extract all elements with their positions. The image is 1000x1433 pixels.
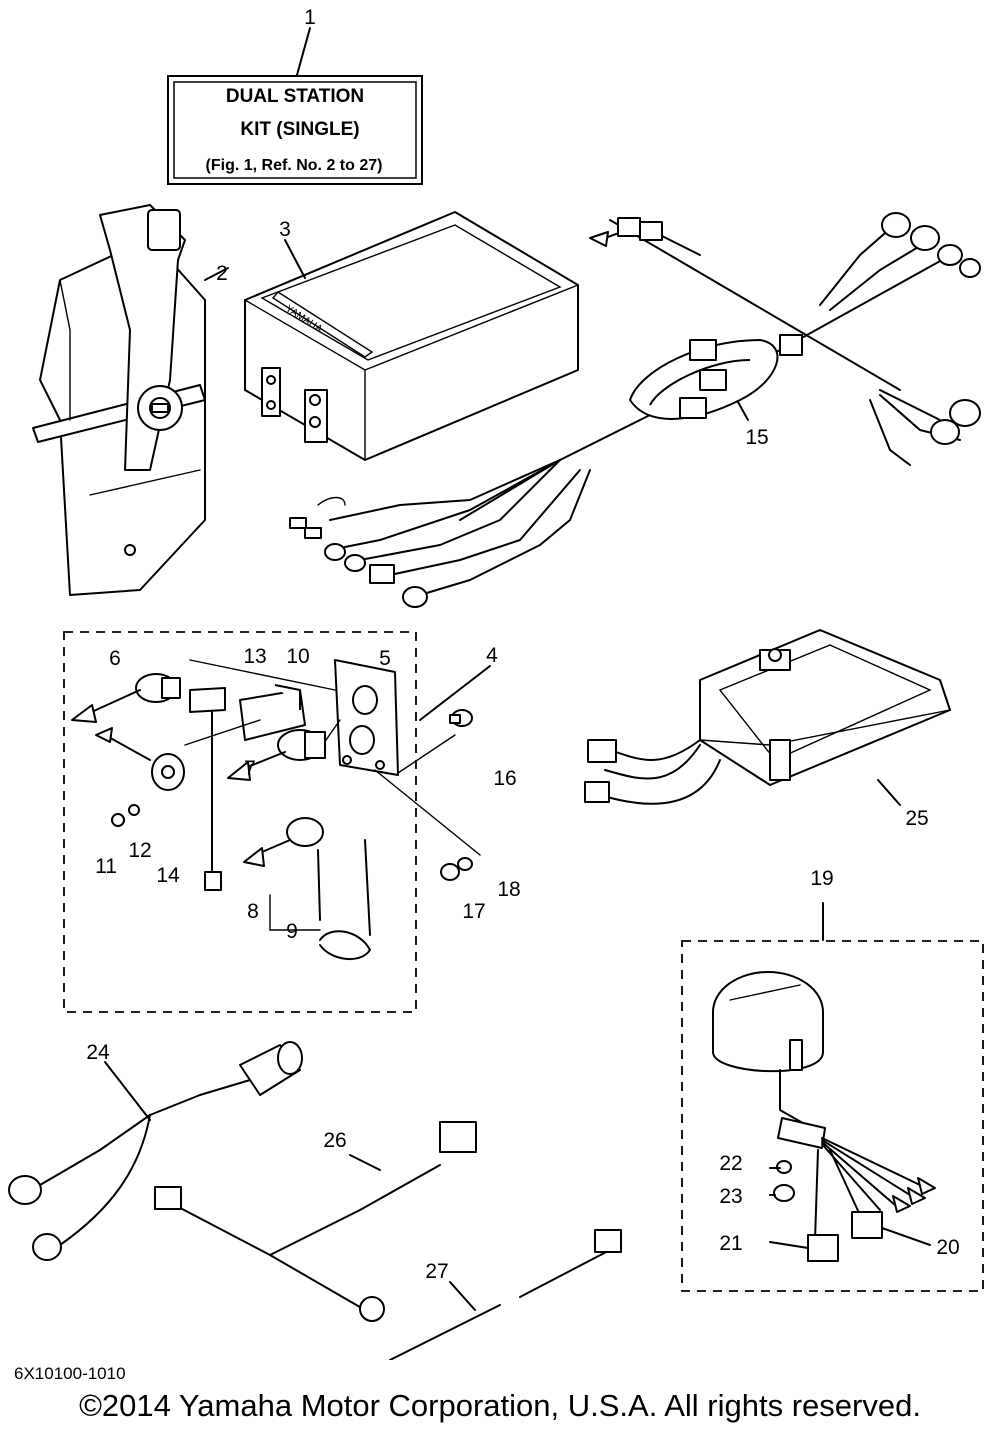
- control-unit-box: YAMAHA: [244, 211, 579, 461]
- ref-number-8: 8: [247, 900, 259, 923]
- ref-number-20: 20: [936, 1236, 959, 1259]
- panel-assembly-group: [63, 631, 491, 1013]
- ref-number-11: 11: [95, 855, 117, 878]
- harness-24: [8, 1041, 303, 1261]
- copyright-notice: ©2014 Yamaha Motor Corporation, U.S.A. A…: [79, 1388, 921, 1423]
- ref-number-7: 7: [244, 757, 256, 780]
- ref-number-14: 14: [156, 864, 180, 887]
- ref-number-19: 19: [810, 867, 833, 890]
- main-wire-harness: [289, 212, 981, 608]
- kit-label-line2: KIT (SINGLE): [240, 119, 359, 140]
- ref-number-16: 16: [493, 767, 516, 790]
- ref-number-2: 2: [216, 262, 228, 285]
- ref-number-21: 21: [719, 1232, 742, 1255]
- remote-control-box: [32, 204, 229, 596]
- ref-number-18: 18: [497, 878, 520, 901]
- ref-number-4: 4: [486, 644, 498, 667]
- ref-number-22: 22: [719, 1152, 742, 1175]
- ref-number-5: 5: [379, 647, 391, 670]
- ref-number-10: 10: [286, 645, 309, 668]
- ref-number-23: 23: [719, 1185, 742, 1208]
- electronic-control-unit: [584, 629, 951, 806]
- ref-number-9: 9: [286, 920, 298, 943]
- harness-26: [154, 1121, 477, 1322]
- ref-number-13: 13: [243, 645, 266, 668]
- kit-label-line3: (Fig. 1, Ref. No. 2 to 27): [206, 157, 383, 174]
- exploded-view-svg: DUAL STATION KIT (SINGLE) (Fig. 1, Ref. …: [8, 6, 984, 1361]
- ref-number-1: 1: [304, 6, 316, 29]
- diagram-code: 6X10100-1010: [14, 1364, 126, 1383]
- kit-label-box: DUAL STATION KIT (SINGLE) (Fig. 1, Ref. …: [167, 27, 423, 185]
- ref-number-24: 24: [86, 1041, 110, 1064]
- ref-number-27: 27: [425, 1260, 448, 1283]
- ref-number-3: 3: [279, 218, 291, 241]
- ref-number-25: 25: [905, 807, 928, 830]
- harness-27: [389, 1229, 622, 1361]
- ref-number-15: 15: [745, 426, 768, 449]
- ref-number-12: 12: [128, 839, 151, 862]
- ref-number-26: 26: [323, 1129, 346, 1152]
- ref-number-6: 6: [109, 647, 121, 670]
- meter-assembly-group: [681, 902, 984, 1292]
- kit-label-line1: DUAL STATION: [226, 86, 364, 107]
- ref-number-17: 17: [462, 900, 485, 923]
